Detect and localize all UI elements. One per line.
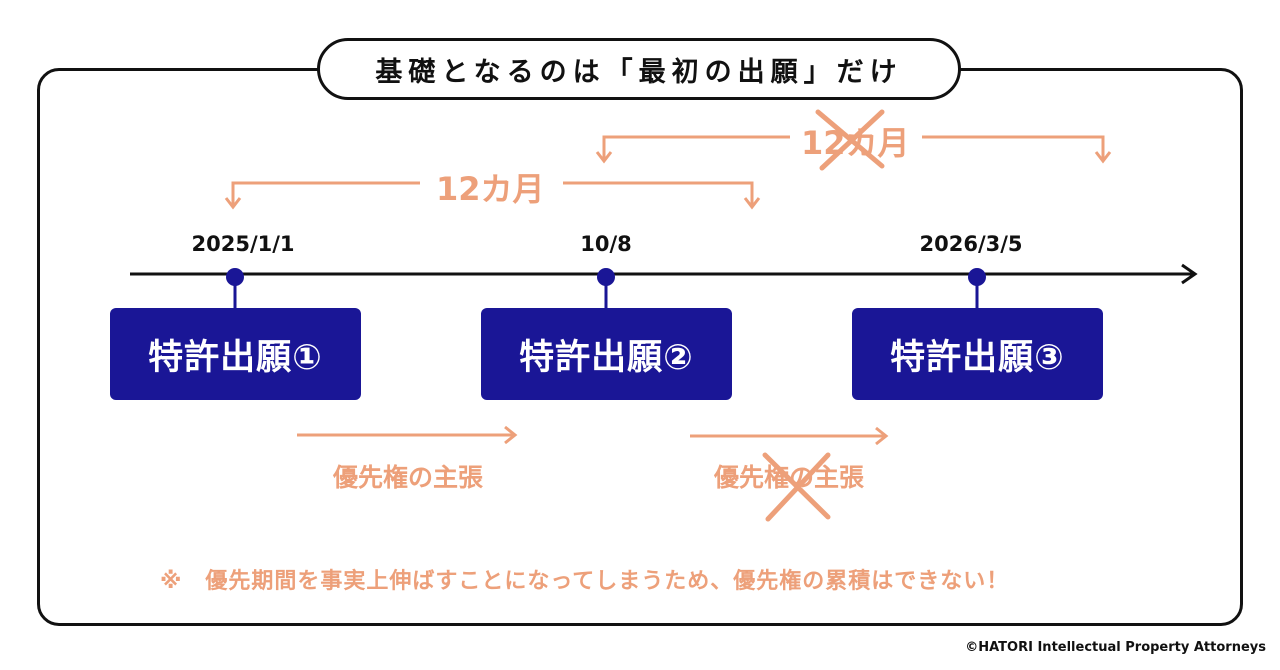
cross-mark-period: [815, 109, 885, 171]
application-box-2: 特許出願②: [481, 308, 732, 400]
timeline-arrowhead: [1181, 263, 1198, 285]
cross-mark-priority: [762, 452, 831, 522]
application-box-1: 特許出願①: [110, 308, 361, 400]
footnote: ※ 優先期間を事実上伸ばすことになってしまうため、優先権の累積はできない！: [160, 569, 1010, 594]
application-box-3: 特許出願③: [852, 308, 1103, 400]
application-label-1: 特許出願①: [148, 337, 323, 378]
timeline-dot-2: [597, 268, 615, 286]
date-label-3: 2026/3/5: [919, 232, 1023, 256]
date-label-1: 2025/1/1: [191, 232, 295, 256]
period-label-1: 12カ月: [436, 170, 545, 208]
application-label-3: 特許出願③: [890, 337, 1065, 378]
period-bracket-2: [595, 135, 1112, 164]
application-label-2: 特許出願②: [519, 337, 694, 378]
diagram-title: 基礎となるのは「最初の出願」だけ: [375, 56, 903, 88]
priority-label-1: 優先権の主張: [332, 463, 484, 492]
priority-label-2: 優先権の主張: [713, 463, 865, 492]
copyright-notice: ©HATORI Intellectual Property Attorneys: [965, 640, 1266, 655]
date-label-2: 10/8: [580, 232, 632, 256]
timeline-dot-3: [968, 268, 986, 286]
period-label-2: 12カ月: [801, 124, 910, 162]
timeline-dot-1: [226, 268, 244, 286]
title-pill: 基礎となるのは「最初の出願」だけ: [317, 38, 961, 100]
priority-arrow-2: [690, 426, 889, 446]
period-bracket-1: [224, 181, 761, 210]
priority-arrow-1: [297, 425, 518, 445]
